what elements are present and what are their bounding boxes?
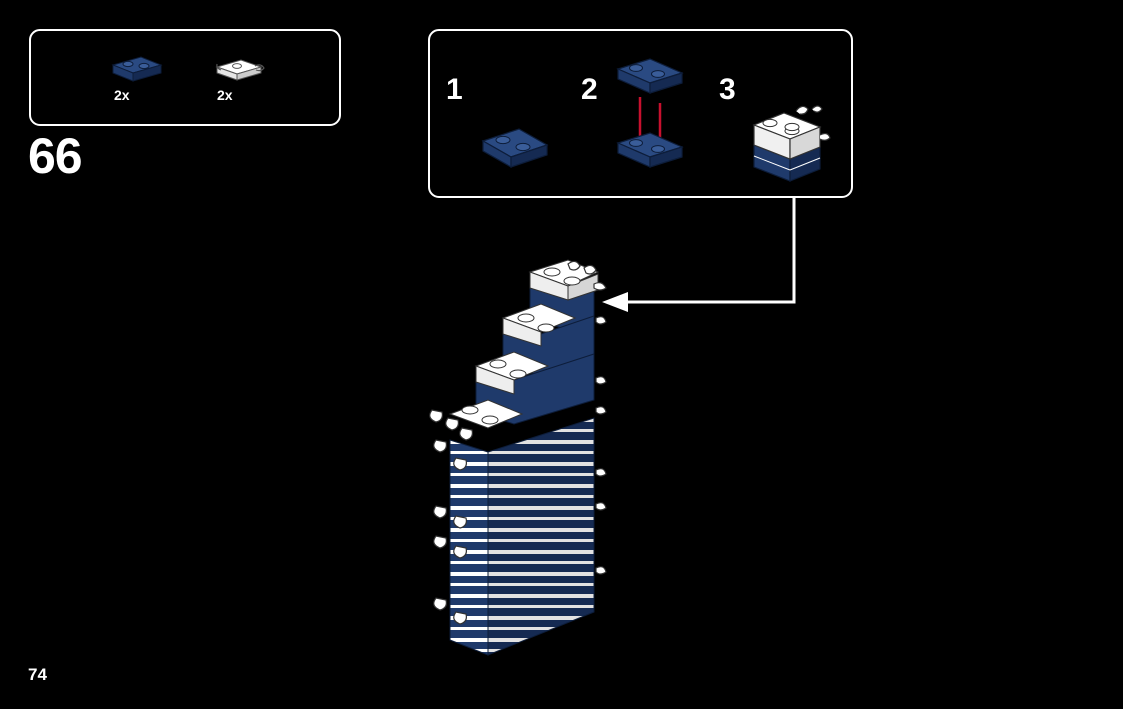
page-number: 74 bbox=[28, 665, 47, 685]
callout-connector-line bbox=[620, 196, 794, 302]
callout-arrow-head bbox=[602, 292, 628, 312]
tower-body bbox=[450, 260, 598, 655]
